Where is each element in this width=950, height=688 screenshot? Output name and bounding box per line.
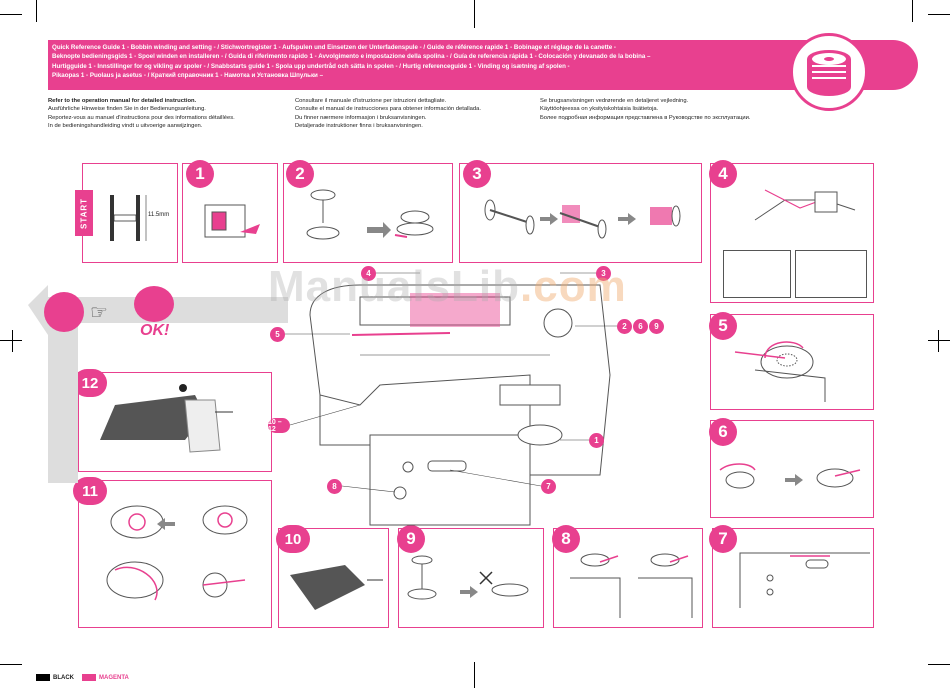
crop-mark: [912, 0, 913, 22]
banner-text: Quick Reference Guide 1 - Bobbin winding…: [52, 43, 782, 80]
start-panel: [82, 163, 178, 263]
step-4-subpanel-a: [723, 250, 791, 298]
callout-8: 8: [327, 479, 342, 494]
step-1-badge: 1: [186, 160, 214, 188]
start-label: START: [75, 190, 93, 236]
instruction-line: Detaljerade instruktioner finns i bruksa…: [295, 123, 423, 130]
instruction-line: Reportez-vous au manuel d'instructions p…: [48, 114, 235, 121]
callout-7: 7: [541, 479, 556, 494]
callout-9: 9: [649, 319, 664, 334]
instruction-line: Käyttöohjeessa on yksityiskohtaisia lisä…: [540, 106, 659, 113]
cover-plate-diagram: [100, 384, 233, 453]
step-3-badge: 3: [463, 160, 491, 188]
thread-guide-diagram: [754, 189, 856, 221]
watermark-text: ManualsLib: [268, 262, 521, 311]
pointing-hand-icon: ☞: [90, 302, 108, 324]
step-12-badge: 12: [73, 369, 107, 397]
bobbin-winder-stop-diagram: [570, 553, 693, 618]
step-4-subpanel-b: [795, 250, 867, 298]
magenta-swatch: [82, 674, 96, 681]
step-7-badge: 7: [709, 525, 737, 553]
crop-mark: [938, 330, 939, 352]
step-11-panel: [78, 480, 272, 628]
ok-label: OK!: [140, 322, 170, 339]
step-11-badge: 11: [73, 477, 107, 505]
crop-mark: [928, 14, 950, 15]
instruction-line: Consulte el manual de instrucciones para…: [295, 106, 481, 113]
bobbin-setting-diagram: [306, 189, 434, 240]
step-4-panel: [710, 163, 874, 303]
instruction-line: Более подробная информация представлена …: [540, 114, 751, 121]
instruction-line: Du finner nærmere informasjon i bruksanv…: [295, 114, 427, 121]
callout-2: 2: [617, 319, 632, 334]
step-4-badge: 4: [709, 160, 737, 188]
crop-mark: [0, 14, 22, 15]
black-swatch: [36, 674, 50, 681]
crop-mark: [0, 340, 22, 341]
bobbin-insert-diagram: [106, 505, 248, 601]
step-9-badge: 9: [397, 525, 425, 553]
bobbin-dimension-diagram: [110, 195, 147, 241]
instruction-line: Ausführliche Hinweise finden Sie in der …: [48, 106, 206, 113]
crop-mark: [928, 340, 950, 341]
banner-line: Beknopte bedieningsgids 1 - Spoel winden…: [52, 53, 651, 61]
sewing-machine-illustration: [309, 284, 611, 526]
spool-diagram: [484, 199, 681, 239]
bobbin-winder-shaft-diagram: [739, 552, 870, 608]
thread-wrap-diagram: [719, 463, 861, 489]
step-6-panel: [710, 420, 874, 518]
thread-spool-icon: [44, 292, 84, 332]
crop-mark: [0, 664, 22, 665]
banner-line: Hurtigguide 1 - Innstillinger for og vik…: [52, 62, 570, 70]
winder-diagram: [734, 341, 826, 402]
instruction-line: Consultare il manuale d'istruzione per i…: [295, 98, 447, 104]
step-2-badge: 2: [286, 160, 314, 188]
callout-10-12: 10 – 12: [268, 418, 290, 433]
crop-mark: [474, 0, 475, 28]
title-banner: Quick Reference Guide 1 - Bobbin winding…: [48, 40, 918, 90]
bobbin-cover-diagram: [290, 565, 383, 610]
callout-3: 3: [596, 266, 611, 281]
bobbin-dimension: 11.5mm: [148, 212, 170, 218]
instructions-col1: Refer to the operation manual for detail…: [48, 97, 235, 131]
instruction-line: In de bedieningshandleiding vindt u uitv…: [48, 123, 203, 130]
instruction-line: Se brugsanvisningen vedrørende en detalj…: [540, 98, 689, 104]
instructions-col2: Consultare il manuale d'istruzione per i…: [295, 97, 481, 131]
callout-1: 1: [589, 433, 604, 448]
footer-swatch-magenta: MAGENTA: [82, 674, 129, 681]
watermark-suffix: .com: [520, 262, 627, 311]
instructions-col3: Se brugsanvisningen vedrørende en detalj…: [540, 97, 751, 122]
magenta-label: MAGENTA: [99, 674, 129, 681]
step-8-badge: 8: [552, 525, 580, 553]
step-5-badge: 5: [709, 312, 737, 340]
bobbin-remove-diagram: [407, 555, 529, 600]
crop-mark: [12, 330, 13, 352]
step-10-badge: 10: [276, 525, 310, 553]
crop-mark: [474, 662, 475, 688]
step-7-panel: [712, 528, 874, 628]
banner-line: Quick Reference Guide 1 - Bobbin winding…: [52, 44, 616, 51]
banner-line: Pikaopas 1 - Puolaus ja asetus - / Кратк…: [52, 71, 324, 79]
callout-4: 4: [361, 266, 376, 281]
bobbin-ok-icon: [134, 286, 174, 322]
black-label: BLACK: [53, 674, 74, 681]
crop-mark: [928, 664, 950, 665]
footer-swatch-black: BLACK: [36, 674, 74, 681]
bobbin-logo-icon: [790, 33, 868, 111]
crop-mark: [36, 0, 37, 22]
switch-diagram: [204, 204, 260, 238]
watermark: ManualsLib.com: [268, 262, 627, 312]
step-6-badge: 6: [709, 418, 737, 446]
instruction-heading: Refer to the operation manual for detail…: [48, 98, 197, 104]
callout-5: 5: [270, 327, 285, 342]
callout-6: 6: [633, 319, 648, 334]
